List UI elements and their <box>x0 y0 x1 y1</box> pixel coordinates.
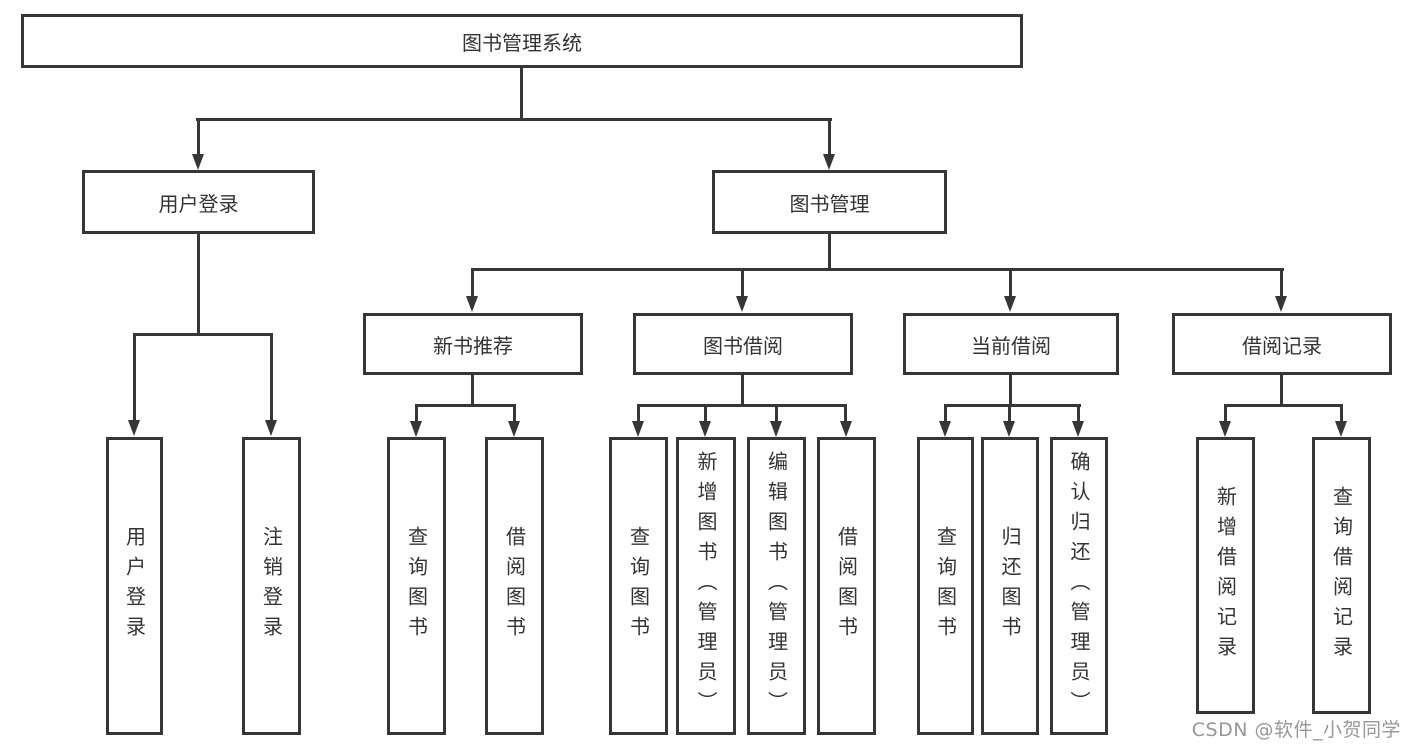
leaf-label: 确认归还（管理员） <box>1067 451 1091 721</box>
connector-stem <box>844 404 847 422</box>
connector-stem <box>1340 404 1343 422</box>
connector-stem <box>1008 404 1011 422</box>
connector-borrow-records-vline <box>1280 375 1283 406</box>
connector-new-book-hline <box>415 404 516 407</box>
leaf-label: 借阅图书 <box>834 526 859 646</box>
leaf-query-books-borrow: 查询图书 <box>609 437 668 735</box>
node-label: 图书借阅 <box>703 333 783 358</box>
connector-stem <box>1224 404 1227 422</box>
connector-root-hline <box>196 118 832 121</box>
connector-stem <box>828 118 831 156</box>
leaf-label: 注销登录 <box>259 526 284 646</box>
arrowhead-down-icon <box>632 421 644 437</box>
arrowhead-down-icon <box>1004 296 1016 312</box>
connector-new-book-vline <box>471 375 474 406</box>
leaf-label: 归还图书 <box>998 526 1022 646</box>
arrowhead-down-icon <box>508 421 520 437</box>
connector-book-mgmt-vline <box>828 234 831 270</box>
connector-stem <box>704 404 707 422</box>
connector-root-vline <box>520 68 523 120</box>
arrowhead-down-icon <box>1275 296 1287 312</box>
arrowhead-down-icon <box>840 421 852 437</box>
arrowhead-down-icon <box>265 420 277 436</box>
leaf-return-books: 归还图书 <box>981 437 1039 735</box>
node-user-login: 用户登录 <box>82 170 315 234</box>
leaf-label: 查询图书 <box>626 526 651 646</box>
node-label: 图书管理 <box>789 191 870 216</box>
leaf-label: 查询借阅记录 <box>1329 485 1354 666</box>
arrowhead-down-icon <box>699 421 711 437</box>
node-borrow-records: 借阅记录 <box>1172 313 1392 375</box>
leaf-borrow-books: 借阅图书 <box>817 437 876 735</box>
connector-stem <box>197 118 200 156</box>
leaf-confirm-return-admin: 确认归还（管理员） <box>1050 437 1108 735</box>
leaf-add-borrow-record: 新增借阅记录 <box>1196 437 1255 714</box>
leaf-borrow-books-recommend: 借阅图书 <box>485 437 544 735</box>
node-book-borrow: 图书借阅 <box>633 313 853 375</box>
node-book-management: 图书管理 <box>712 170 947 234</box>
connector-borrow-records-hline <box>1224 404 1343 407</box>
arrowhead-down-icon <box>1219 421 1231 437</box>
connector-stem <box>270 333 273 421</box>
arrowhead-down-icon <box>736 296 748 312</box>
arrowhead-down-icon <box>1003 421 1015 437</box>
arrowhead-down-icon <box>128 420 140 436</box>
arrowhead-down-icon <box>939 421 951 437</box>
leaf-query-books-current: 查询图书 <box>917 437 974 735</box>
csdn-watermark: CSDN @软件_小贺同学 <box>1191 719 1401 741</box>
leaf-label: 新增借阅记录 <box>1213 485 1238 666</box>
node-root-library-system: 图书管理系统 <box>21 14 1023 68</box>
leaf-query-books-recommend: 查询图书 <box>387 437 446 735</box>
arrowhead-down-icon <box>192 154 204 170</box>
connector-book-borrow-hline <box>637 404 847 407</box>
connector-book-mgmt-hline <box>471 268 1284 271</box>
arrowhead-down-icon <box>410 421 422 437</box>
leaf-label: 新增图书（管理员） <box>694 451 718 721</box>
connector-user-login-hline <box>133 333 273 336</box>
connector-book-borrow-vline <box>741 375 744 406</box>
connector-current-borrow-hline <box>944 404 1081 407</box>
leaf-user-login: 用户登录 <box>106 437 163 735</box>
node-current-borrow: 当前借阅 <box>903 313 1119 375</box>
connector-stem <box>415 404 418 422</box>
connector-stem <box>944 404 947 422</box>
connector-stem <box>1280 268 1283 298</box>
arrowhead-down-icon <box>823 154 835 170</box>
arrowhead-down-icon <box>770 421 782 437</box>
connector-stem <box>1077 404 1080 422</box>
leaf-label: 用户登录 <box>122 526 147 646</box>
node-new-book-recommend: 新书推荐 <box>363 313 583 375</box>
arrowhead-down-icon <box>1335 421 1347 437</box>
leaf-label: 查询图书 <box>933 526 958 646</box>
arrowhead-down-icon <box>466 296 478 312</box>
node-label: 新书推荐 <box>433 333 513 358</box>
connector-stem <box>1009 268 1012 298</box>
node-label: 借阅记录 <box>1242 333 1322 358</box>
connector-stem <box>513 404 516 422</box>
leaf-logout: 注销登录 <box>242 437 301 735</box>
node-label: 当前借阅 <box>971 333 1051 358</box>
node-label: 用户登录 <box>158 191 239 216</box>
connector-current-borrow-vline <box>1009 375 1012 406</box>
connector-stem <box>741 268 744 298</box>
node-label: 图书管理系统 <box>462 30 582 55</box>
connector-stem <box>775 404 778 422</box>
leaf-query-borrow-record: 查询借阅记录 <box>1312 437 1371 714</box>
leaf-add-books-admin: 新增图书（管理员） <box>676 437 736 735</box>
connector-stem <box>133 333 136 421</box>
connector-stem <box>637 404 640 422</box>
connector-user-login-vline <box>197 234 200 335</box>
leaf-edit-books-admin: 编辑图书（管理员） <box>747 437 806 735</box>
leaf-label: 编辑图书（管理员） <box>764 451 789 721</box>
arrowhead-down-icon <box>1072 421 1084 437</box>
connector-stem <box>471 268 474 298</box>
leaf-label: 查询图书 <box>404 526 429 646</box>
leaf-label: 借阅图书 <box>502 526 527 646</box>
